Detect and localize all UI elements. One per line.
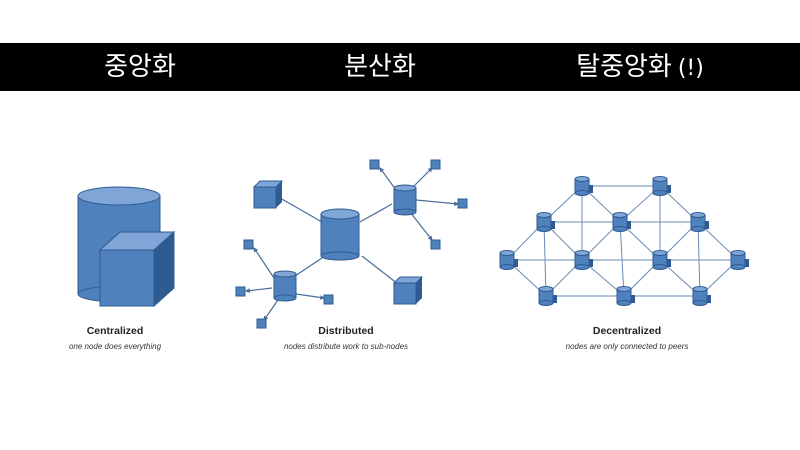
mesh-node xyxy=(730,250,749,270)
mesh-edges xyxy=(506,185,739,297)
central-cube xyxy=(98,230,176,308)
distributed-description: nodes distribute work to sub-nodes xyxy=(283,342,409,351)
mesh-node xyxy=(616,286,635,306)
mesh-node xyxy=(574,250,593,270)
distributed-hub-cylinder xyxy=(320,208,360,261)
caption-decentralized: Decentralized nodes are only connected t… xyxy=(527,325,727,351)
title-centralized: 중앙화 xyxy=(104,52,176,82)
distributed-subhub-right xyxy=(393,184,417,216)
distributed-cube-topleft xyxy=(252,180,284,209)
mesh-node xyxy=(652,176,671,196)
mesh-node xyxy=(499,250,518,270)
distributed-leaf-nodes xyxy=(235,159,468,329)
decentralized-description: nodes are only connected to peers xyxy=(565,342,689,351)
mesh-node xyxy=(538,286,557,306)
mesh-node xyxy=(692,286,711,306)
centralized-description: one node does everything xyxy=(68,342,162,351)
centralized-diagram xyxy=(77,186,176,308)
mesh-nodes xyxy=(499,176,749,306)
distributed-label: Distributed xyxy=(318,325,374,337)
decentralized-label: Decentralized xyxy=(592,325,662,337)
distributed-edges xyxy=(245,167,459,321)
decentralized-diagram xyxy=(499,176,749,306)
distributed-diagram xyxy=(235,159,468,329)
caption-distributed: Distributed nodes distribute work to sub… xyxy=(246,325,446,351)
centralized-label: Centralized xyxy=(86,325,144,337)
title-decentralized: 탈중앙화(!) xyxy=(576,52,704,82)
distributed-cube-bottomright xyxy=(392,276,424,305)
mesh-node xyxy=(690,212,709,232)
mesh-node xyxy=(536,212,555,232)
title-distributed: 분산화 xyxy=(344,52,416,82)
mesh-node xyxy=(652,250,671,270)
mesh-node xyxy=(612,212,631,232)
distributed-subhub-left xyxy=(273,270,297,302)
mesh-node xyxy=(574,176,593,196)
title-banner: 중앙화 분산화 탈중앙화(!) xyxy=(0,43,800,91)
caption-centralized: Centralized one node does everything xyxy=(40,325,190,351)
